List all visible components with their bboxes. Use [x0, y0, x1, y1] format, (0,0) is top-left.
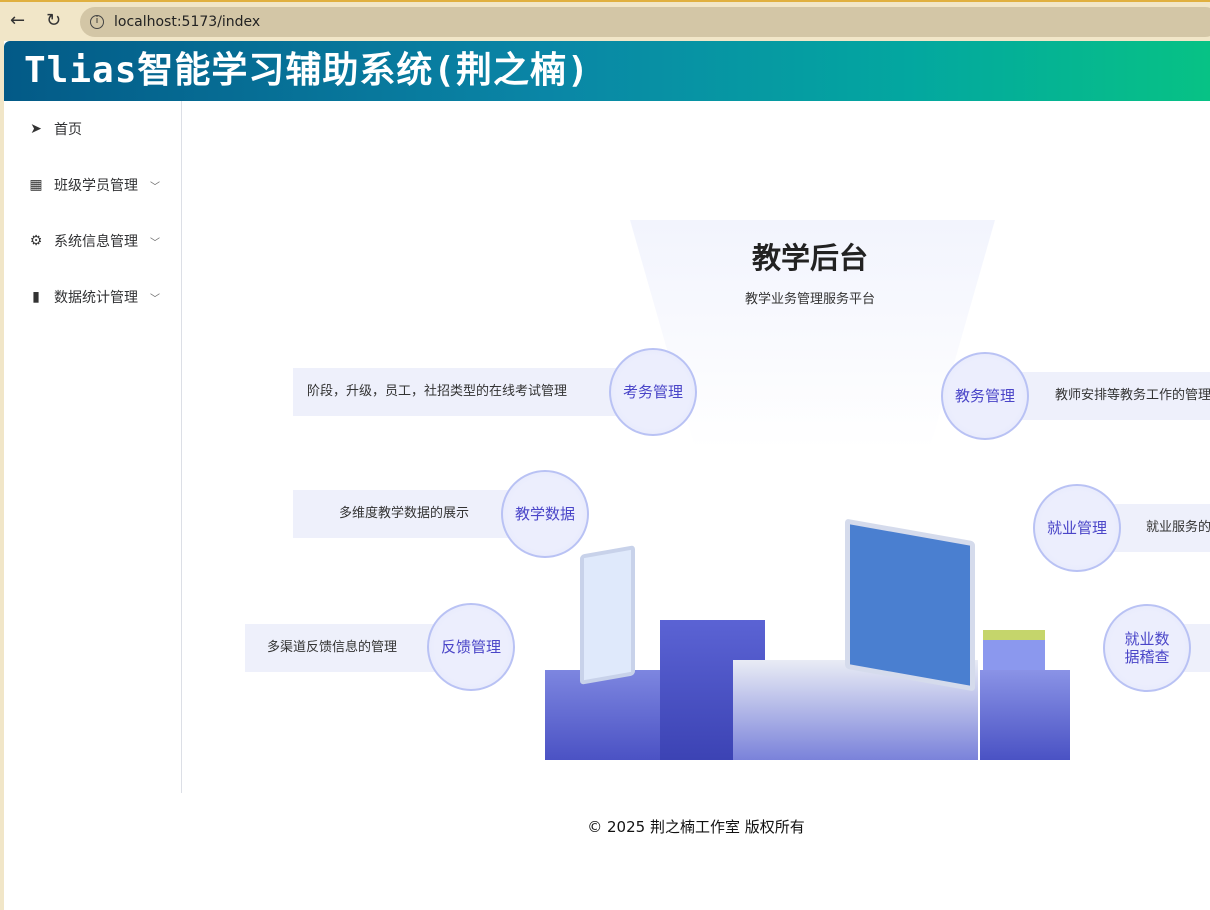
- module-teaching-data: 教学数据: [501, 470, 589, 558]
- app-title: Tlias智能学习辅助系统(荆之楠): [24, 50, 590, 91]
- footer-copyright: © 2025 荆之楠工作室 版权所有: [587, 818, 805, 836]
- back-icon[interactable]: ←: [10, 10, 26, 31]
- sidebar: ➤ 首页 ▦ 班级学员管理 ﹀ ⚙ 系统信息管理 ﹀ ▮ 数据统计管理 ﹀: [4, 101, 182, 793]
- url-text: localhost:5173/index: [114, 14, 261, 30]
- sidebar-item-class-student[interactable]: ▦ 班级学员管理 ﹀: [4, 157, 181, 213]
- bar-chart-icon: ▮: [32, 289, 40, 305]
- module-desc: 多渠道反馈信息的管理: [245, 624, 455, 672]
- chevron-down-icon: ﹀: [150, 237, 160, 249]
- sidebar-item-label: 班级学员管理: [54, 178, 138, 194]
- info-icon[interactable]: i: [90, 15, 104, 29]
- paper-plane-icon: ➤: [30, 121, 42, 137]
- address-bar[interactable]: i localhost:5173/index: [80, 7, 1210, 37]
- grid-icon: ▦: [29, 177, 43, 193]
- building-right: [980, 670, 1070, 760]
- module-desc: 就业服务的: [1105, 504, 1210, 552]
- sidebar-item-label: 数据统计管理: [54, 290, 138, 306]
- sidebar-item-label: 系统信息管理: [54, 234, 138, 250]
- module-employment: 就业管理: [1033, 484, 1121, 572]
- banner-title: 教学后台: [751, 241, 868, 275]
- gear-icon: ⚙: [29, 233, 43, 249]
- sidebar-item-home[interactable]: ➤ 首页: [4, 101, 181, 157]
- reload-icon[interactable]: ↻: [46, 10, 62, 31]
- module-desc: 多维度教学数据的展示: [293, 490, 533, 538]
- app-header: Tlias智能学习辅助系统(荆之楠): [4, 41, 1210, 101]
- module-exam: 考务管理: [609, 348, 697, 436]
- banner-illustration: 教学后台 教学业务管理服务平台 阶段，升级，员工，社招类型的在线考试管理 考务管…: [245, 110, 1210, 760]
- module-desc: 阶段，升级，员工，社招类型的在线考试管理: [293, 368, 633, 416]
- window-border: [0, 41, 4, 910]
- chevron-down-icon: ﹀: [150, 181, 160, 193]
- banner-subtitle: 教学业务管理服务平台: [744, 292, 875, 307]
- chevron-down-icon: ﹀: [150, 293, 160, 305]
- browser-toolbar: ← ↻ i localhost:5173/index: [0, 0, 1210, 41]
- module-employment-audit: 就业数据稽查: [1103, 604, 1191, 692]
- monitor: [845, 518, 975, 692]
- module-desc: 教师安排等教务工作的管理: [1015, 372, 1210, 420]
- phone-panel: [580, 545, 635, 685]
- sidebar-item-statistics[interactable]: ▮ 数据统计管理 ﹀: [4, 269, 181, 325]
- sidebar-item-system-info[interactable]: ⚙ 系统信息管理 ﹀: [4, 213, 181, 269]
- sidebar-item-label: 首页: [54, 122, 82, 138]
- module-feedback: 反馈管理: [427, 603, 515, 691]
- module-academic: 教务管理: [941, 352, 1029, 440]
